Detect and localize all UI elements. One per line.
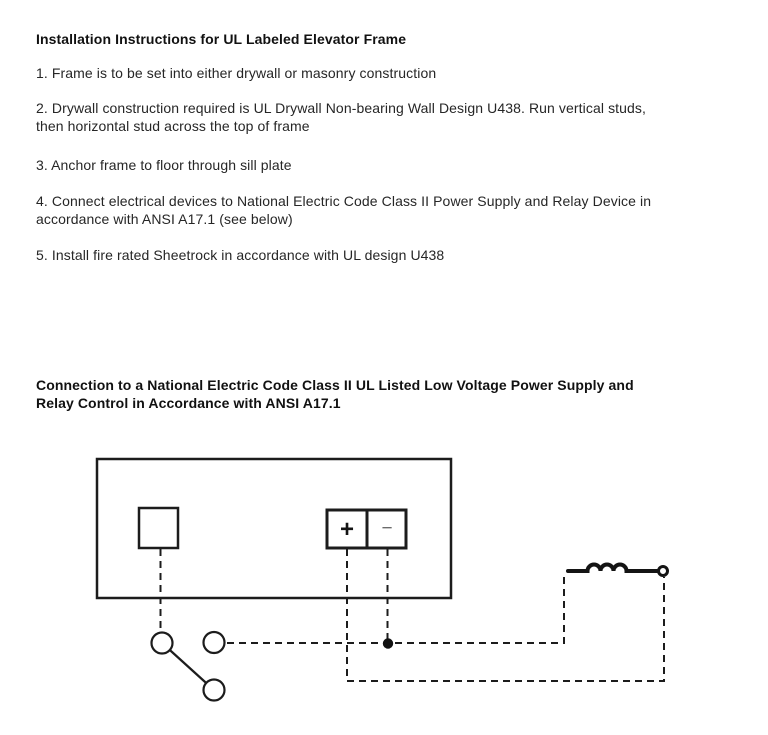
plus-terminal-label: + [340,516,354,543]
junction-dot [382,638,394,649]
switch-contact-circle-right [202,630,226,655]
switch-contact-circle-bottom [202,678,226,702]
switch-symbol [150,630,226,702]
wire-switch-to-coil-left [227,576,565,644]
elevator-frame-outline [95,457,453,600]
relay-coil-symbol [566,562,669,577]
instruction-item-3: 3. Anchor frame to floor through sill pl… [36,157,292,173]
coil-terminal-circle [657,565,669,577]
instruction-item-2: 2. Drywall construction required is UL D… [36,100,647,134]
door-contact-square [137,506,180,550]
minus-terminal-label: − [381,518,392,539]
switch-blade [169,649,207,684]
connection-heading: Connection to a National Electric Code C… [36,377,634,411]
terminal-block: + − [325,508,408,550]
instruction-item-1: 1. Frame is to be set into either drywal… [36,65,437,81]
instruction-item-5: 5. Install fire rated Sheetrock in accor… [36,247,445,263]
wire-plus-to-coil-right [346,549,665,682]
instruction-item-4: 4. Connect electrical devices to Nationa… [36,193,652,227]
switch-contact-circle-left [150,631,174,655]
coil-winding [566,562,660,573]
page-title: Installation Instructions for UL Labeled… [36,31,407,47]
